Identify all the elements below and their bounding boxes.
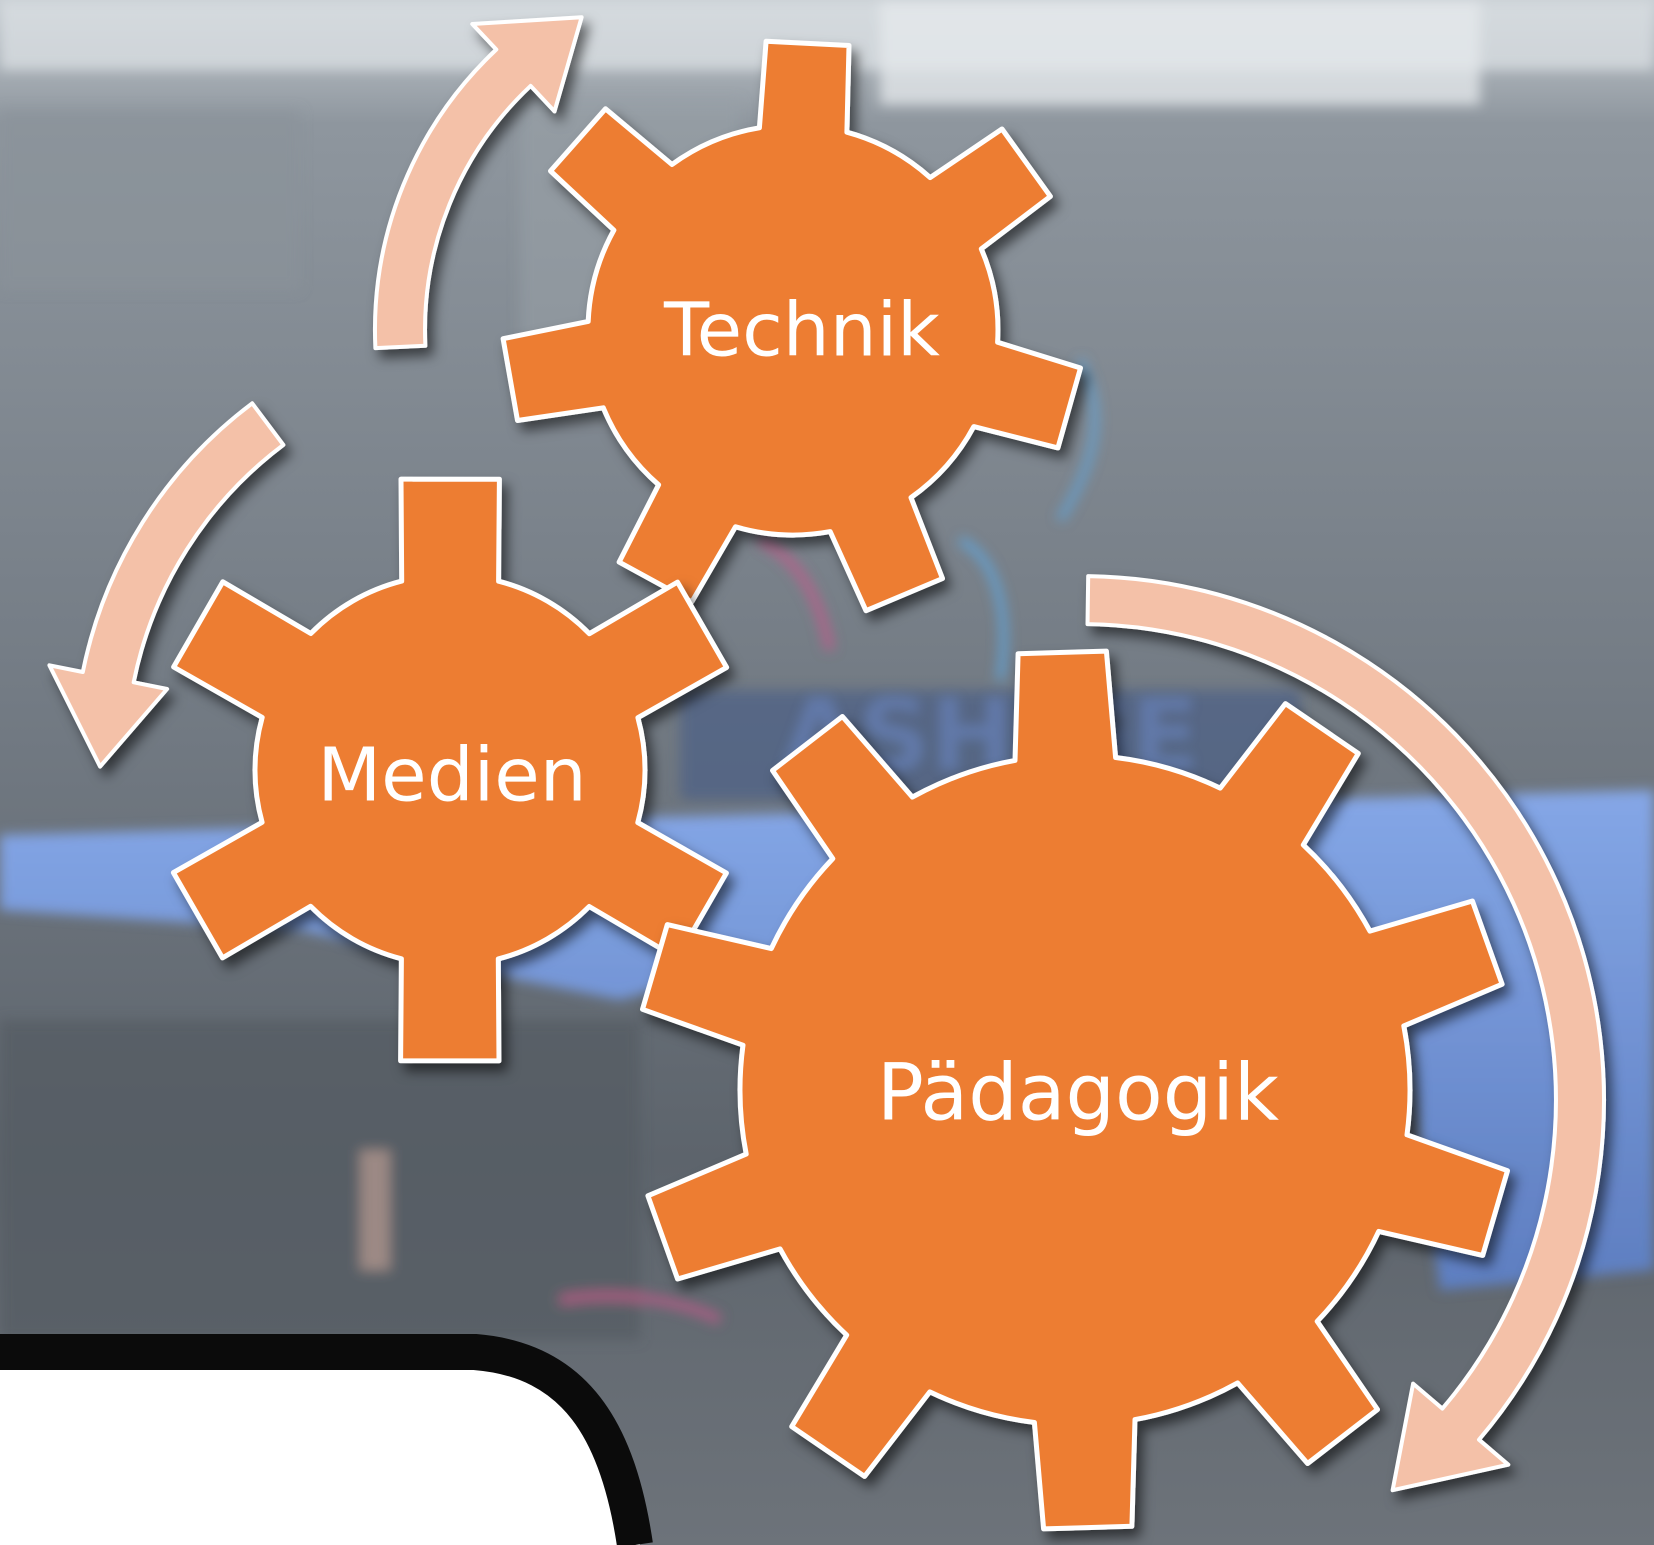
gear-label-technik: Technik — [663, 288, 940, 374]
cycle-arrows — [47, 15, 1606, 1493]
gears — [170, 38, 1510, 1532]
gear-medien — [170, 476, 730, 1064]
arrow-left — [47, 401, 286, 769]
black-cable — [0, 1334, 653, 1545]
arrow-right — [1085, 574, 1606, 1493]
gear-technik — [500, 38, 1083, 614]
gear-paedagogik — [640, 648, 1510, 1532]
gear-labels: Technik Medien Pädagogik — [317, 288, 1279, 1139]
arrow-top-left — [372, 15, 584, 351]
gear-label-medien: Medien — [317, 733, 586, 819]
gear-label-paedagogik: Pädagogik — [877, 1048, 1279, 1138]
